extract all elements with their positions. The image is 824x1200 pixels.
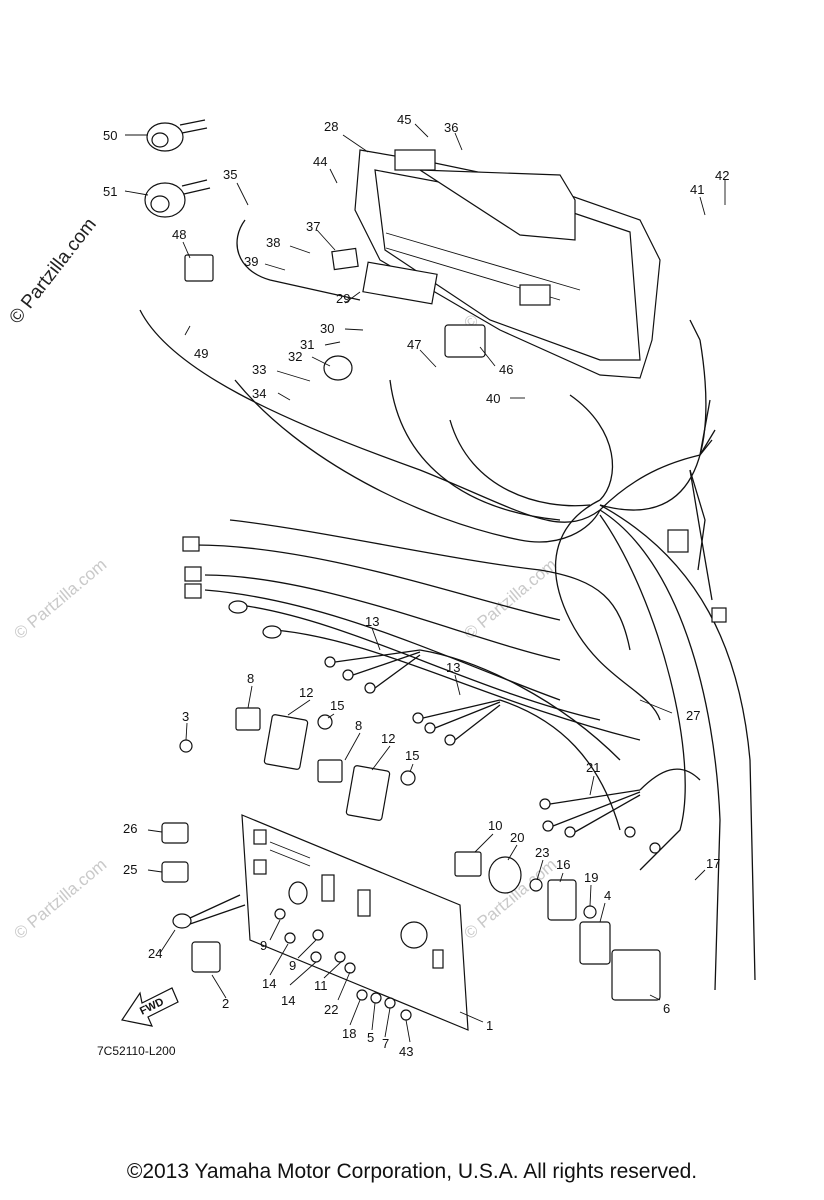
callout-42: 42	[715, 168, 729, 183]
callout-47: 47	[407, 337, 421, 352]
callout-7: 7	[382, 1036, 389, 1051]
receptacle-20	[488, 856, 522, 894]
callout-2: 2	[222, 996, 229, 1011]
callout-19: 19	[584, 870, 598, 885]
callout-16: 16	[556, 857, 570, 872]
ring-terminals-13	[324, 649, 501, 746]
drawing-code: 7C52110-L200	[97, 1044, 176, 1058]
receptacle-12	[263, 714, 309, 770]
callout-50: 50	[103, 128, 117, 143]
callout-44: 44	[313, 154, 327, 169]
switch-25	[161, 861, 189, 883]
callout-39: 39	[244, 254, 258, 269]
callout-41: 41	[690, 182, 704, 197]
callout-22: 22	[324, 1002, 338, 1017]
callout-40: 40	[486, 391, 500, 406]
callout-34: 34	[252, 386, 266, 401]
washer-3	[179, 739, 193, 753]
callout-9: 9	[289, 958, 296, 973]
meter-2	[191, 941, 221, 973]
switch-4	[579, 921, 611, 965]
callout-48: 48	[172, 227, 186, 242]
console-panel-housing	[354, 149, 661, 379]
lower-switch-panel	[241, 814, 469, 1031]
callout-26: 26	[123, 821, 137, 836]
leader-lines	[124, 123, 726, 1043]
callout-8: 8	[247, 671, 254, 686]
main-breaker-6	[611, 949, 661, 1001]
callout-46: 46	[499, 362, 513, 377]
callout-33: 33	[252, 362, 266, 377]
callout-35: 35	[223, 167, 237, 182]
nut-23	[529, 878, 543, 892]
callout-3: 3	[182, 709, 189, 724]
bracket-29	[362, 261, 438, 305]
main-switch-50	[146, 119, 208, 152]
nut-19	[583, 905, 597, 919]
callout-31: 31	[300, 337, 314, 352]
callout-14: 14	[281, 993, 295, 1008]
harness-terminals	[182, 529, 727, 639]
watermark: © Partzilla.com	[10, 555, 110, 643]
watermark: © Partzilla.com	[10, 855, 110, 943]
callout-14: 14	[262, 976, 276, 991]
callout-21: 21	[586, 760, 600, 775]
receptacle-12	[345, 765, 391, 821]
callout-10: 10	[488, 818, 502, 833]
callout-11: 11	[314, 978, 328, 993]
callout-49: 49	[194, 346, 208, 361]
callout-labels: 1 2 3 4 5 6 7 8 8 9 9 10 11 12 12 13 13 …	[103, 112, 729, 1059]
callout-27: 27	[686, 708, 700, 723]
circuit-breaker-8	[235, 707, 261, 731]
callout-32: 32	[288, 349, 302, 364]
callout-5: 5	[367, 1030, 374, 1045]
watermark: © Partzilla.com	[460, 555, 560, 643]
callout-13: 13	[365, 614, 379, 629]
callout-38: 38	[266, 235, 280, 250]
callout-45: 45	[397, 112, 411, 127]
callout-6: 6	[663, 1001, 670, 1016]
callout-28: 28	[324, 119, 338, 134]
callout-12: 12	[381, 731, 395, 746]
callout-36: 36	[444, 120, 458, 135]
watermark-primary: © Partzilla.com	[5, 214, 100, 328]
wire-harness-27	[139, 219, 756, 991]
fwd-arrow: FWD	[121, 987, 179, 1027]
callout-15: 15	[330, 698, 344, 713]
fuse-holder-32	[323, 355, 353, 381]
callout-20: 20	[510, 830, 524, 845]
bracket-37	[331, 247, 359, 271]
screw-set	[274, 908, 412, 1021]
callout-23: 23	[535, 845, 549, 860]
callout-29: 29	[336, 291, 350, 306]
callout-43: 43	[399, 1044, 413, 1059]
callout-4: 4	[604, 888, 611, 903]
nut-15	[317, 714, 333, 730]
callout-17: 17	[706, 856, 720, 871]
copyright-notice: ©2013 Yamaha Motor Corporation, U.S.A. A…	[126, 1160, 698, 1183]
callout-37: 37	[306, 219, 320, 234]
main-switch-51	[144, 179, 211, 218]
callout-15: 15	[405, 748, 419, 763]
callout-12: 12	[299, 685, 313, 700]
callout-9: 9	[260, 938, 267, 953]
circuit-breaker-8	[317, 759, 343, 783]
nut-15	[400, 770, 416, 786]
callout-24: 24	[148, 946, 162, 961]
callout-13: 13	[446, 660, 460, 675]
ring-terminals-21	[539, 789, 661, 854]
relay-48	[184, 254, 214, 282]
lamp-24	[172, 894, 246, 929]
callout-25: 25	[123, 862, 137, 877]
receptacle-16	[547, 879, 577, 921]
callout-30: 30	[320, 321, 334, 336]
callout-8: 8	[355, 718, 362, 733]
circuit-breaker-10	[454, 851, 482, 877]
callout-1: 1	[486, 1018, 493, 1033]
connector-46	[444, 324, 486, 358]
callout-18: 18	[342, 1026, 356, 1041]
callout-51: 51	[103, 184, 117, 199]
switch-26	[161, 822, 189, 844]
